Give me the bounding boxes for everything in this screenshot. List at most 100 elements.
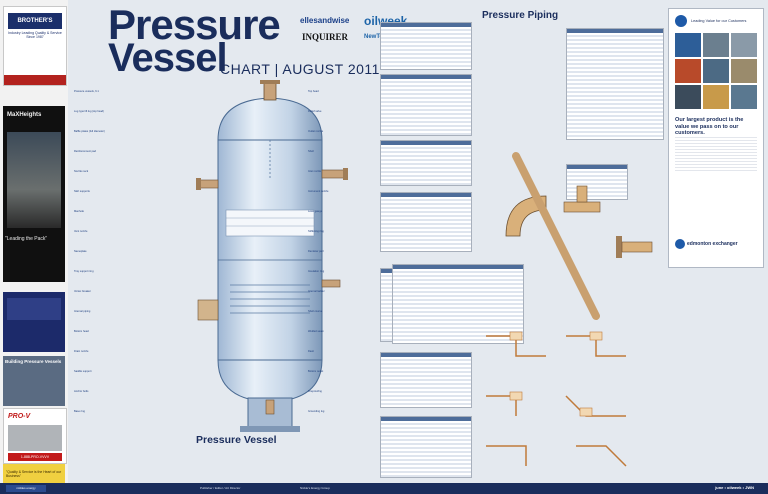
sponsor-logos: ellesandwise INQUIRER oilweek NewTechnol… (300, 10, 410, 58)
ad-quality[interactable]: "Quality & Service is the Heart of our B… (3, 464, 65, 484)
vessel-caption: Pressure Vessel (196, 434, 277, 446)
ad-brothers[interactable]: BROTHER'S Industry Leading Quality & Ser… (3, 6, 67, 86)
top-flange (260, 80, 280, 84)
diagonal-pipe (512, 152, 600, 320)
vessel-callout-left: Base ring (74, 410, 85, 413)
vessel-callout-left: Internal piping (74, 310, 91, 313)
photo-8 (703, 85, 729, 109)
vessel-callout-left: Tray support ring (74, 270, 94, 273)
outlet-nozzle (321, 169, 345, 179)
exchanger-brand-icon (675, 239, 685, 249)
poster-title-line2: Vessel (108, 36, 228, 80)
ad-prov[interactable]: PRO-V 1-888-PRO-VVVV (3, 408, 67, 464)
top-nozzle (263, 81, 277, 101)
sponsor-logo-2: INQUIRER (302, 32, 349, 42)
vessel-callout-right: Internal ladder (308, 290, 325, 293)
prov-phone: 1-888-PRO-VVVV (8, 453, 62, 461)
vessel-callout-left: Bottom head (74, 330, 89, 333)
vessel-callout-right: Demister pad (308, 250, 324, 253)
maxheights-photo (7, 132, 61, 228)
photo-9 (731, 85, 757, 109)
footer-credits: Publisher / Editor / Art Director (200, 486, 241, 490)
vessel-callout-left: Saddle support (74, 370, 92, 373)
vessel-callout-right: Welded seam (308, 330, 324, 333)
footer-brands: june • oilweek • JWN (715, 485, 754, 490)
exchanger-brand: edmonton exchanger (687, 241, 738, 247)
vessel-callout-left: Lug type lift lug (top head) (74, 110, 104, 113)
brothers-band (4, 75, 66, 85)
ad-edmonton-exchanger[interactable]: Leading Value for our Customers Our larg… (668, 8, 764, 268)
photo-5 (703, 59, 729, 83)
photo-3 (731, 33, 757, 57)
photo-7 (675, 85, 701, 109)
building-head: Building Pressure Vessels (5, 359, 62, 364)
inlet-flange (196, 178, 201, 190)
connection-4 (565, 395, 626, 417)
ad-building[interactable]: Building Pressure Vessels (3, 356, 65, 406)
manhole (197, 299, 219, 321)
exchanger-headline: Our largest product is the value we pass… (675, 117, 744, 136)
vessel-drawing (196, 80, 348, 432)
pipe-tee-run (563, 201, 601, 213)
instrument-nozzle (321, 279, 341, 288)
exchanger-slogan: Leading Value for our Customers (691, 19, 747, 23)
vessel-callout-right: Relief valve (308, 110, 322, 113)
vessel-base-ring (240, 426, 300, 432)
vessel-callout-right: Davit (308, 350, 314, 353)
piping-table-4 (380, 192, 472, 252)
photo-6 (731, 59, 757, 83)
sponsor-logo-1: ellesandwise (300, 16, 350, 25)
photo-1 (675, 33, 701, 57)
maxheights-logo: MaXHeights (7, 112, 42, 118)
ad-maxheights[interactable]: MaXHeights "Leading the Pack" (3, 106, 65, 282)
vessel-callout-right: Fireproofing (308, 390, 322, 393)
piping-table-6 (380, 352, 472, 408)
poster-subtitle: CHART | AUGUST 2011 (220, 61, 380, 77)
piping-table-3 (380, 140, 472, 186)
vessel-callout-right: Inlet nozzle (308, 170, 322, 173)
glm-image (7, 298, 61, 320)
ad-column: BROTHER'S Industry Leading Quality & Ser… (0, 0, 68, 494)
tube-bundle (230, 284, 310, 314)
weld-4 (579, 407, 593, 417)
footer-publisher: Nickle's Energy Group (300, 486, 330, 490)
photo-2 (703, 33, 729, 57)
inlet-nozzle (199, 179, 219, 189)
outlet-flange (343, 168, 348, 180)
exchanger-logo-icon (675, 15, 687, 27)
vessel-callout-right: Shell (308, 150, 314, 153)
ad-glm[interactable] (3, 292, 65, 352)
poster-title-line1: Pressure (108, 1, 281, 48)
vessel-callout-right: Outlet nozzle (308, 130, 324, 133)
vessel-callout-right: Level gauge (308, 210, 323, 213)
vessel-callout-left: Pressure vessels, 6.1 (74, 90, 99, 93)
piping-table-9 (392, 264, 524, 344)
brothers-logo: BROTHER'S (8, 13, 62, 29)
vessel-callout-right: Shell course (308, 310, 323, 313)
connection-5 (486, 445, 527, 466)
vessel-callout-right: Insulation ring (308, 270, 325, 273)
vessel-callout-left: Nozzle neck (74, 170, 89, 173)
piping-table-10 (566, 164, 628, 200)
piping-drawings (486, 152, 653, 467)
footer-bar: nickles energy Publisher / Editor / Art … (0, 483, 768, 494)
exchanger-photos (675, 33, 757, 111)
flanged-pipe (621, 241, 653, 253)
exchanger-body-text (675, 135, 757, 173)
vessel-callout-left: Baffle plates (full diameter) (74, 130, 105, 133)
vessel-callout-right: Grounding lug (308, 410, 325, 413)
material-table (225, 209, 315, 237)
vessel-callout-left: Vortex breaker (74, 290, 91, 293)
photo-4 (675, 59, 701, 83)
weld-2 (589, 331, 603, 341)
weld-3 (509, 391, 523, 401)
flange-1 (616, 236, 622, 258)
piping-table-1 (380, 22, 472, 70)
maxheights-slogan: "Leading the Pack" (5, 236, 48, 242)
vessel-bottom-head (217, 359, 323, 403)
vessel-callout-right: Instrument nozzle (308, 190, 329, 193)
piping-table-8 (566, 28, 664, 140)
vessel-callout-right: Top head (308, 90, 319, 93)
connection-2 (566, 335, 626, 357)
